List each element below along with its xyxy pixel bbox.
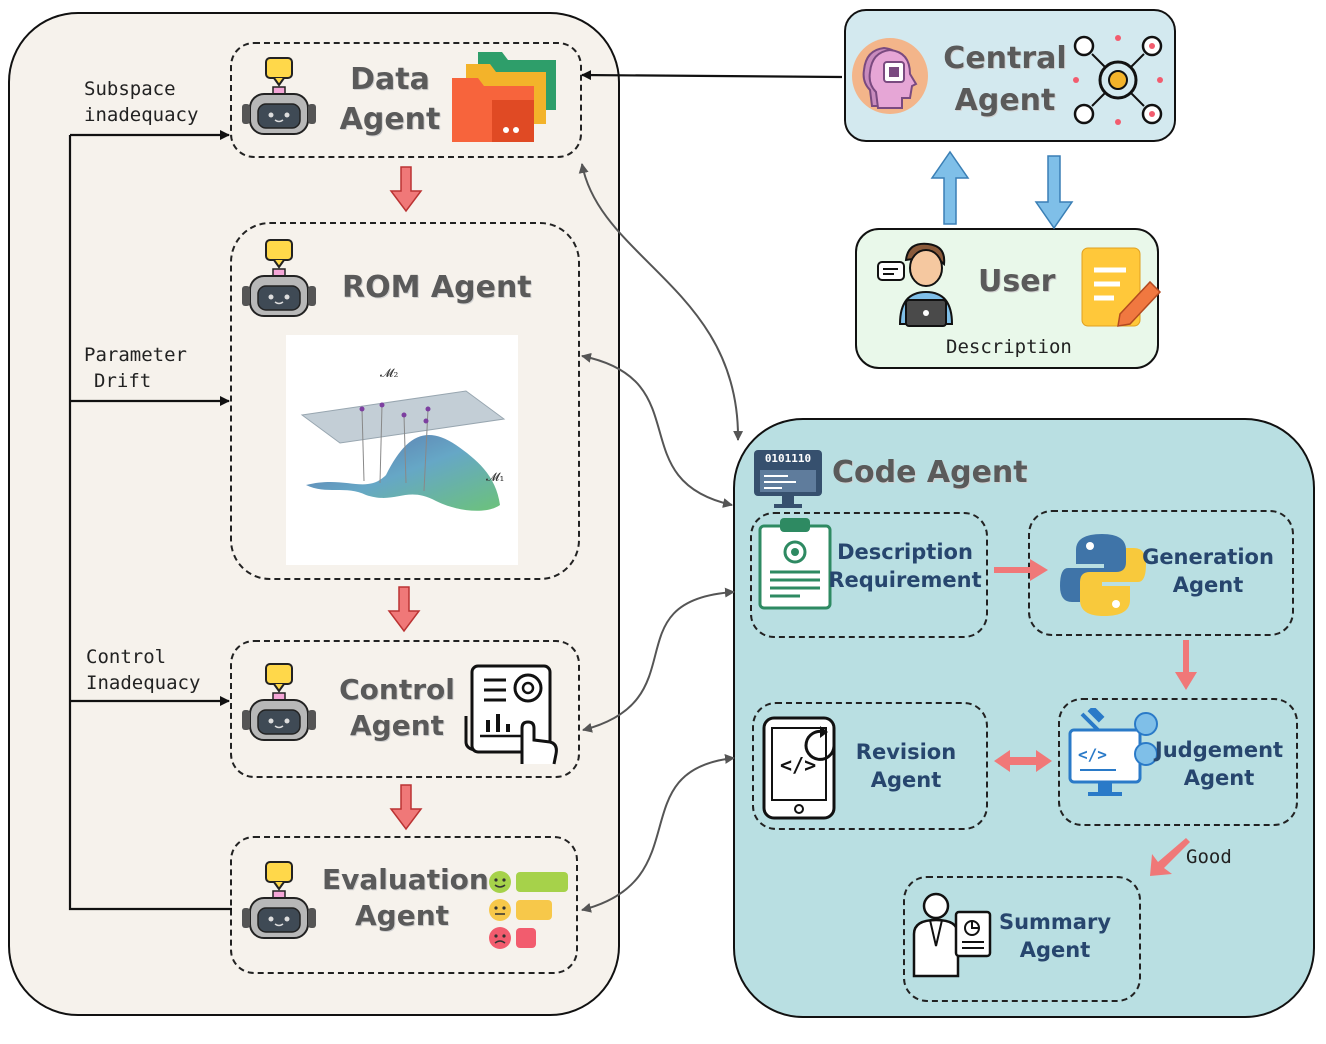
presenter-report-icon [912,892,992,978]
control-agent-line1: Control [339,673,455,706]
control-line1: Control [86,646,167,668]
clipboard-gear-icon [758,518,832,610]
revision-agent-box [752,702,988,830]
code-monitor-icon [754,450,822,508]
description-line1: Description [837,540,973,564]
down-arrow-central-to-user [1034,155,1074,230]
evaluation-agent-title: Evaluation Agent [322,862,489,934]
arrow-judgement-to-summary [1150,838,1190,876]
up-arrow-user-to-central [930,150,970,225]
param-line2: Drift [94,370,152,392]
central-line2: Agent [954,83,1056,118]
control-agent-line2: Agent [349,709,445,742]
tablet-code-icon: </> [762,716,836,820]
revision-line2: Agent [870,768,942,792]
evaluation-agent-line1: Evaluation [322,863,489,896]
python-logo-icon [1060,534,1146,616]
description-requirement-box [750,512,988,638]
rom-agent-title: ROM Agent [342,270,532,305]
description-line2: Requirement [828,568,982,592]
code-agent-title: Code Agent [832,455,1028,490]
robot-icon-data [242,57,316,135]
revision-line1: Revision [855,740,957,764]
robot-icon-evaluation [242,861,316,939]
param-line1: Parameter [84,344,187,366]
arrow-description-to-generation [994,559,1048,581]
control-agent-title: Control Agent [322,672,472,744]
generation-agent-title: Generation Agent [1140,543,1276,599]
note-pencil-icon [1081,247,1162,327]
control-inadequacy-label: Control Inadequacy [86,644,200,696]
network-hub-icon [1073,35,1163,125]
good-label: Good [1186,846,1232,868]
summary-agent-box [903,876,1141,1002]
judgement-line2: Agent [1183,766,1255,790]
judgement-agent-box [1058,698,1298,826]
down-arrow-2 [387,586,421,633]
robot-icon-control [242,663,316,741]
code-agent-panel [733,418,1315,1018]
control-panel-icon [464,664,558,765]
svg-text:</>: </> [1078,745,1107,764]
subspace-label: Subspace inadequacy [84,76,198,128]
data-agent-line2: Agent [339,102,441,137]
binary-text: 0101110 [764,452,812,465]
parameter-drift-label: Parameter Drift [84,342,187,394]
user-laptop-icon [877,242,954,327]
manifold-plot-figure [300,390,506,511]
central-line1: Central [943,41,1067,76]
judgement-monitor-icon: </> [1068,708,1158,796]
folder-stack-icon [452,52,556,142]
summary-agent-title: Summary Agent [996,908,1114,964]
description-requirement-title: Description Requirement [826,538,984,594]
summary-line1: Summary [998,910,1112,934]
down-arrow-1 [389,166,423,213]
judgement-agent-title: Judgement Agent [1152,736,1286,792]
user-title: User [978,264,1056,299]
subspace-line1: Subspace [84,78,176,100]
rating-scale-icon [489,871,568,949]
control-agent-box [230,640,580,778]
manifold-top-label: 𝓜₂ [380,366,399,380]
summary-line2: Agent [1019,938,1091,962]
evaluation-agent-line2: Agent [354,899,450,932]
arrow-revision-judgement [994,750,1052,772]
data-agent-title: Data Agent [326,60,454,140]
data-agent-line1: Data [350,62,430,97]
data-agent-box [230,42,582,158]
control-line2: Inadequacy [86,672,201,694]
generation-line2: Agent [1172,573,1244,597]
judgement-line1: Judgement [1154,738,1284,762]
manifold-bottom-label: 𝓜₁ [486,470,505,484]
robot-icon-rom [242,239,316,317]
revision-agent-title: Revision Agent [844,738,968,794]
down-arrow-3 [389,784,423,831]
central-agent-title: Central Agent [938,38,1072,122]
evaluation-agent-box [230,836,578,974]
ai-head-icon [852,38,928,114]
user-caption: Description [946,336,1072,358]
generation-line1: Generation [1142,545,1274,569]
arrow-generation-to-judgement [1175,640,1197,690]
subspace-line2: inadequacy [84,104,199,126]
